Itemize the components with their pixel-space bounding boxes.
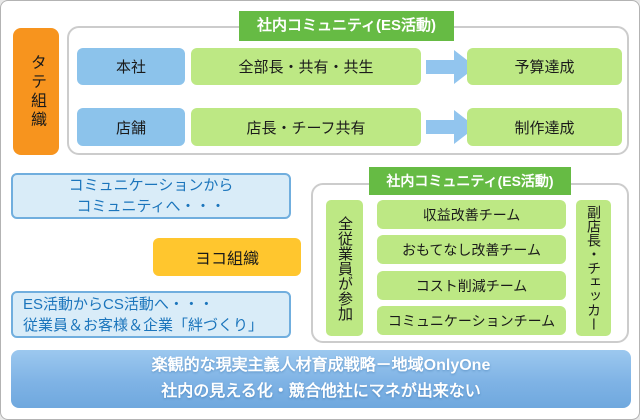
team-box-cost: コスト削減チーム [377, 271, 566, 300]
result-box-row1: 予算達成 [467, 48, 622, 85]
top-section-header: 社内コミュニティ(ES活動) [239, 11, 454, 41]
activity-box-row1: 全部長・共有・共生 [191, 48, 421, 85]
participants-label: 全従業員が参加 [326, 200, 363, 336]
team-box-communication: コミュニケーションチーム [377, 306, 566, 335]
activity-box-row2: 店長・チーフ共有 [191, 108, 421, 146]
source-box-tenpo: 店舗 [77, 108, 185, 146]
note-communication-line2: コミュニティへ・・・ [76, 198, 226, 215]
strategy-banner-line2: 社内の見える化・競合他社にマネが出来ない [161, 383, 481, 400]
result-box-row2: 制作達成 [467, 108, 622, 146]
note-communication-line1: コミュニケーションから [68, 177, 234, 194]
right-section-header: 社内コミュニティ(ES活動) [369, 167, 571, 195]
strategy-banner-line1: 楽観的な現実主義人材育成戦略－地域OnlyOne [151, 357, 491, 374]
note-es-to-cs-line1: ES活動からCS活動へ・・・ [23, 295, 214, 313]
flow-arrow-right-icon [426, 50, 476, 84]
note-communication: コミュニケーションから コミュニティへ・・・ [11, 173, 291, 219]
source-box-honsha: 本社 [77, 48, 185, 85]
team-box-hospitality: おもてなし改善チーム [377, 235, 566, 264]
checker-label: 副店長・チェッカー [576, 200, 611, 336]
note-es-to-cs: ES活動からCS活動へ・・・ 従業員＆お客様＆企業「絆づくり」 [11, 291, 291, 338]
horizontal-org-label: ヨコ組織 [153, 238, 301, 276]
strategy-banner: 楽観的な現実主義人材育成戦略－地域OnlyOne 社内の見える化・競合他社にマネ… [11, 350, 631, 408]
note-es-to-cs-line2: 従業員＆お客様＆企業「絆づくり」 [23, 316, 264, 334]
team-box-profit: 収益改善チーム [377, 200, 566, 229]
flow-arrow-right-icon [426, 110, 476, 144]
vertical-org-label: タテ組織 [13, 28, 59, 155]
